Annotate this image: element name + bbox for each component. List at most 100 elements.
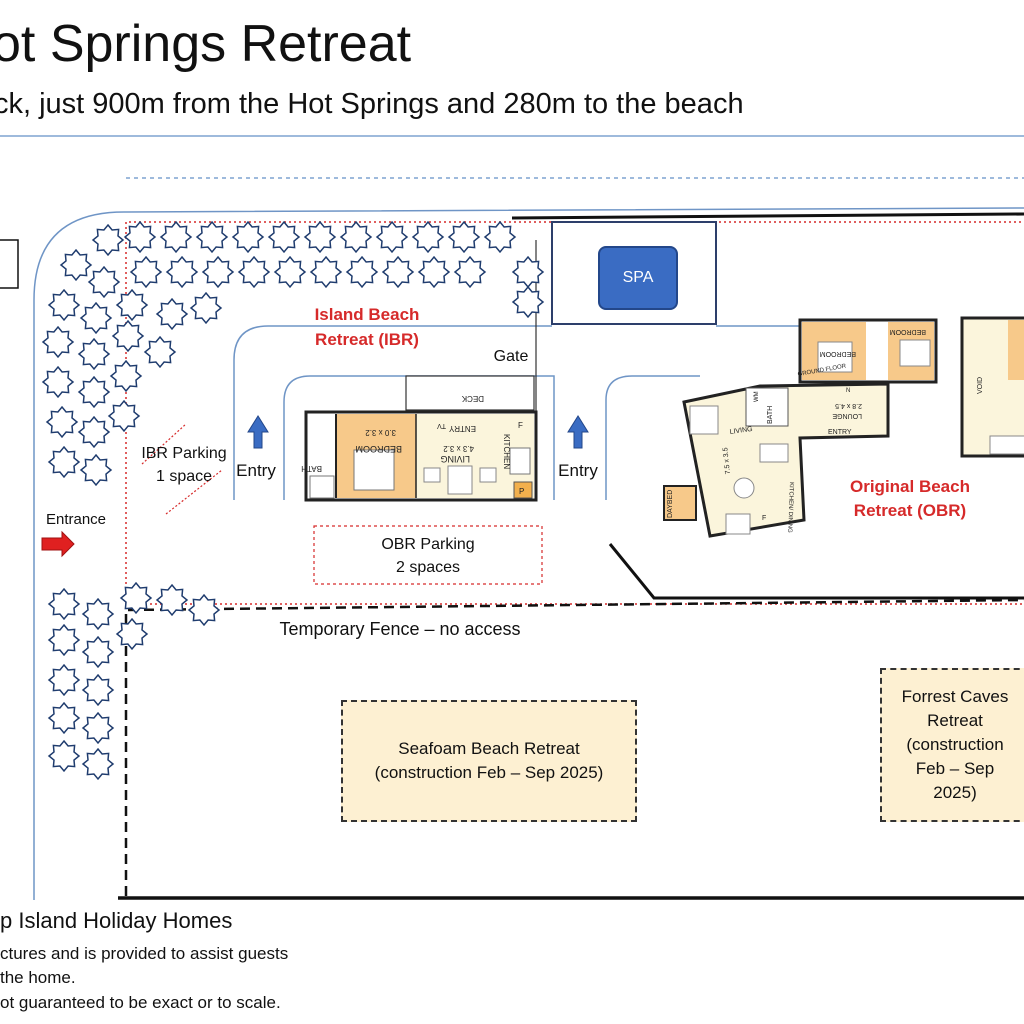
tree-icon <box>81 635 115 669</box>
forrest-line3: (construction <box>906 735 1004 754</box>
ibr-parking-line2: 1 space <box>155 468 213 485</box>
svg-text:BATH: BATH <box>767 406 774 424</box>
entry-label-right: Entry <box>558 461 598 480</box>
tree-icon <box>411 220 445 254</box>
obr-floorplan: BEDROOM BEDROOM GROUND FLOOR BATH WM LOU… <box>663 316 1024 538</box>
tree-icon <box>111 319 145 353</box>
tree-icon <box>237 255 271 289</box>
tree-icon <box>79 301 113 335</box>
svg-text:P: P <box>519 487 524 496</box>
tree-icon <box>143 335 177 369</box>
svg-text:BEDROOM: BEDROOM <box>890 328 926 335</box>
ibr-floorplan: BATH BEDROOM 3.0 x 3.2 ENTRY LIVING 4.3 … <box>301 375 538 502</box>
svg-text:N: N <box>846 388 850 394</box>
tree-icon <box>107 399 141 433</box>
tree-icon <box>45 405 79 439</box>
tree-icon <box>453 255 487 289</box>
ibr-bedroom-label: BEDROOM <box>355 444 402 454</box>
road-edge <box>33 207 1024 900</box>
tree-icon <box>77 375 111 409</box>
ibr-parking-line1: IBR Parking <box>141 445 227 462</box>
obr-daybed <box>663 485 697 521</box>
tree-icon <box>511 285 545 319</box>
tree-icon <box>79 453 113 487</box>
tree-icon <box>47 701 81 735</box>
tree-icon <box>115 617 149 651</box>
svg-text:DAYBED: DAYBED <box>667 490 674 518</box>
tree-icon <box>339 220 373 254</box>
svg-text:LOUNGE: LOUNGE <box>832 412 862 419</box>
tree-icon <box>47 739 81 773</box>
tree-icon <box>81 673 115 707</box>
spa-marker: SPA <box>598 246 678 310</box>
seafoam-construction-box: Seafoam Beach Retreat (construction Feb … <box>341 700 637 822</box>
page-title: ot Springs Retreat <box>0 15 412 73</box>
ibr-bath-label: BATH <box>301 464 322 473</box>
spa-enclosure <box>551 221 717 325</box>
obr-path <box>605 375 700 500</box>
footer-line3: ot guaranteed to be exact or to scale. <box>0 993 281 1012</box>
entry-label-left: Entry <box>236 461 276 480</box>
tree-icon <box>201 255 235 289</box>
tree-icon <box>59 248 93 282</box>
temporary-fence-label: Temporary Fence – no access <box>279 619 521 639</box>
svg-text:ENTRY: ENTRY <box>828 429 852 436</box>
svg-text:KITCHEN: KITCHEN <box>502 434 511 469</box>
tree-icon <box>165 255 199 289</box>
tree-icon <box>41 325 75 359</box>
tree-icon <box>309 255 343 289</box>
tree-icon <box>81 747 115 781</box>
entrance-label: Entrance <box>45 511 107 528</box>
obr-parking-box <box>313 525 543 585</box>
tree-icon <box>273 255 307 289</box>
tree-icon <box>123 220 157 254</box>
tree-icon <box>81 711 115 745</box>
tree-icon <box>345 255 379 289</box>
tree-icon <box>119 581 153 615</box>
svg-text:ENTRY: ENTRY <box>448 424 476 433</box>
seafoam-line1: Seafoam Beach Retreat <box>398 739 580 758</box>
ibr-path <box>283 375 555 500</box>
tree-icon <box>155 297 189 331</box>
lot-boundary <box>125 221 1024 604</box>
edge-sign-box <box>0 239 19 289</box>
svg-text:4.3 x 3.2: 4.3 x 3.2 <box>443 444 474 453</box>
gate-label: Gate <box>493 348 529 365</box>
svg-text:WM: WM <box>754 391 760 402</box>
tree-icon <box>81 597 115 631</box>
tree-icon <box>447 220 481 254</box>
svg-text:TV: TV <box>437 422 446 429</box>
svg-text:KITCHEN/ DINING: KITCHEN/ DINING <box>786 482 794 533</box>
tree-icon <box>187 593 221 627</box>
tree-icon <box>417 255 451 289</box>
svg-text:F: F <box>518 421 523 430</box>
obr-name-line2: Retreat (OBR) <box>853 501 967 520</box>
seafoam-line2: (construction Feb – Sep 2025) <box>374 763 604 782</box>
ibr-name-line2: Retreat (IBR) <box>315 330 419 349</box>
ibr-deck <box>405 375 535 411</box>
tree-icon <box>47 663 81 697</box>
driveway-path <box>233 325 552 500</box>
temporary-fence <box>124 598 1024 896</box>
tree-icon <box>115 288 149 322</box>
tree-icon <box>109 359 143 393</box>
tree-icon <box>91 223 125 257</box>
obr-parking-line1: OBR Parking <box>381 536 475 553</box>
forrest-line4: Feb – Sep <box>915 759 995 778</box>
tree-icon <box>155 583 189 617</box>
svg-text:DECK: DECK <box>461 394 484 403</box>
ibr-name-line1: Island Beach <box>314 305 420 324</box>
page-subtitle: ck, just 900m from the Hot Springs and 2… <box>0 88 744 120</box>
tree-icon <box>77 415 111 449</box>
tree-icon <box>381 255 415 289</box>
tree-icon <box>41 365 75 399</box>
obr-parking-line2: 2 spaces <box>395 559 461 576</box>
tree-icon <box>375 220 409 254</box>
forrest-line1: Forrest Caves <box>901 687 1009 706</box>
tree-group <box>41 220 545 781</box>
tree-icon <box>47 288 81 322</box>
tree-icon <box>483 220 517 254</box>
forrest-line2: Retreat <box>927 711 983 730</box>
svg-text:2.8 x 4.5: 2.8 x 4.5 <box>835 402 862 409</box>
